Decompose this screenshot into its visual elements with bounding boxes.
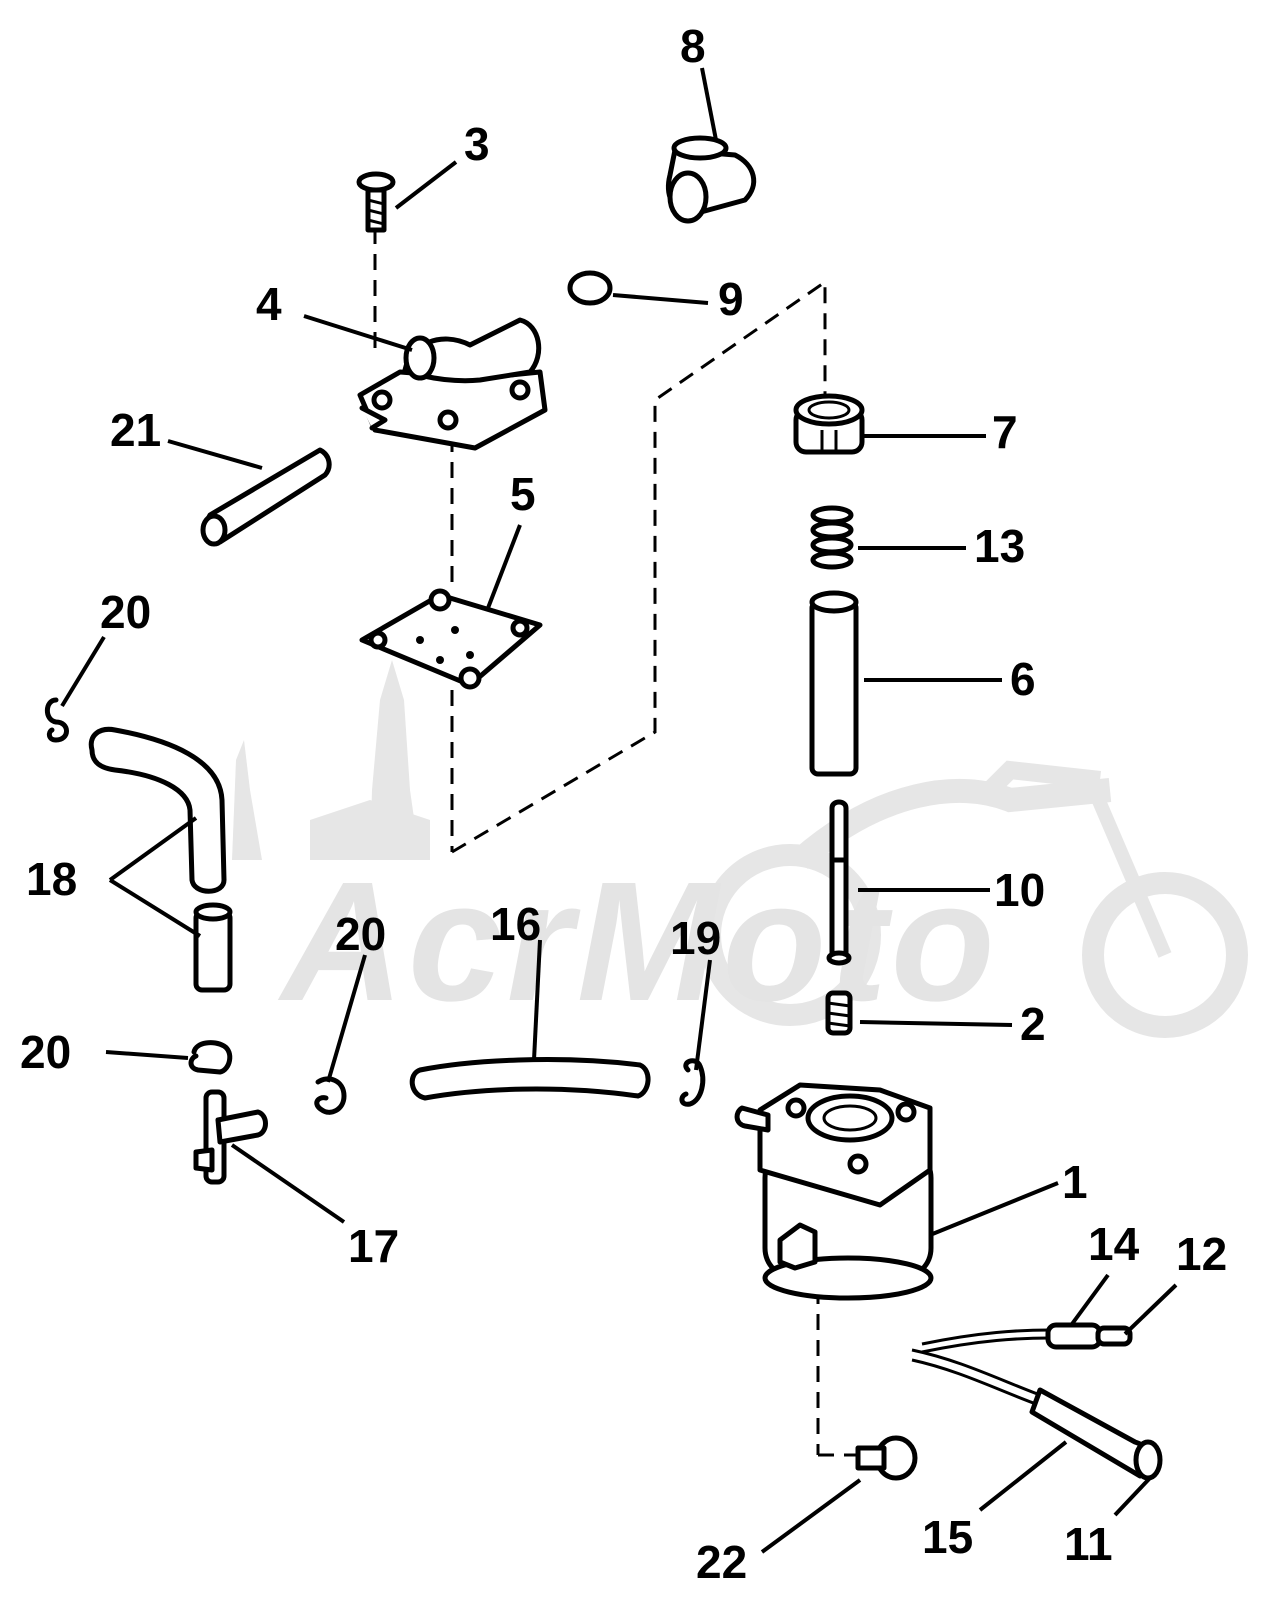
label-18: 18 <box>26 853 77 905</box>
label-19: 19 <box>670 912 721 964</box>
label-16: 16 <box>490 898 541 950</box>
part-6-sleeve <box>809 590 859 777</box>
part-16-hose <box>409 1057 651 1101</box>
part-2-small-spring <box>825 990 853 1036</box>
part-19-clip <box>679 1058 706 1107</box>
label-5: 5 <box>510 468 536 520</box>
watermark: AcrMoto <box>232 660 1248 1038</box>
part-9-o-ring <box>567 270 613 306</box>
callout-labels: 8 3 9 4 21 7 5 13 20 6 18 10 16 20 19 2 … <box>20 20 1227 1588</box>
label-20b: 20 <box>335 908 386 960</box>
part-3-screw <box>356 171 396 233</box>
part-1-pump-body <box>734 1082 934 1301</box>
part-20c-clip <box>188 1040 233 1075</box>
part-22-screw <box>855 1435 918 1481</box>
motorcycle-watermark-icon <box>699 760 1248 1038</box>
label-6: 6 <box>1010 653 1036 705</box>
label-2: 2 <box>1020 998 1046 1050</box>
part-18-hoses <box>88 726 233 993</box>
part-20a-clip <box>44 697 69 743</box>
part-8-elbow-fitting <box>665 135 757 224</box>
label-7: 7 <box>992 406 1018 458</box>
part-4-pump-cover <box>357 317 548 451</box>
label-8: 8 <box>680 20 706 72</box>
part-15-11-wire-lead <box>911 1348 1163 1481</box>
part-13-spring <box>810 505 854 570</box>
label-22: 22 <box>696 1536 747 1588</box>
label-4: 4 <box>256 278 282 330</box>
part-21-tube <box>200 447 332 547</box>
label-15: 15 <box>922 1511 973 1563</box>
leader-lines <box>60 67 1178 1554</box>
watermark-text: AcrMoto <box>277 847 998 1037</box>
label-10: 10 <box>994 864 1045 916</box>
label-20a: 20 <box>100 586 151 638</box>
label-20c: 20 <box>20 1026 71 1078</box>
label-1: 1 <box>1062 1156 1088 1208</box>
label-12: 12 <box>1176 1228 1227 1280</box>
part-10-plunger <box>826 799 852 966</box>
part-7-cap <box>793 393 865 455</box>
label-14: 14 <box>1088 1218 1140 1270</box>
part-5-diaphragm <box>359 588 543 690</box>
label-21: 21 <box>110 404 161 456</box>
part-14-12-wire-lead <box>921 1322 1133 1354</box>
label-17: 17 <box>348 1220 399 1272</box>
label-3: 3 <box>464 118 490 170</box>
part-20b-clip <box>314 1076 347 1115</box>
part-17-tee-fitting <box>193 1089 268 1185</box>
label-9: 9 <box>718 273 744 325</box>
label-13: 13 <box>974 520 1025 572</box>
label-11: 11 <box>1064 1518 1113 1570</box>
church-silhouette-watermark <box>232 660 430 860</box>
